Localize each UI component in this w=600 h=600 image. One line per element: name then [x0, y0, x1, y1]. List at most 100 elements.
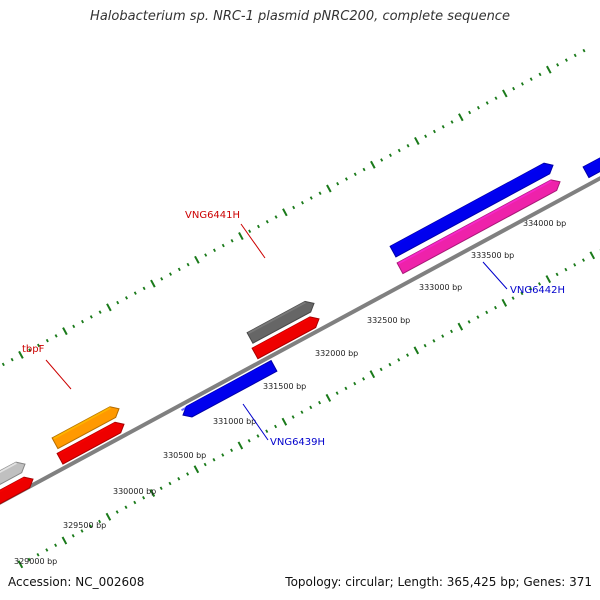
- VNG6441H-gene-highlight: [248, 301, 306, 334]
- inner-tick: [406, 353, 410, 357]
- outer-tick: [538, 72, 542, 77]
- blue-gene-long-highlight: [391, 163, 545, 248]
- VNG6442H-gene-label[interactable]: VNG6442H: [510, 285, 565, 296]
- tick-label: 329500 bp: [63, 521, 106, 530]
- outer-tick: [326, 184, 332, 193]
- inner-tick: [432, 339, 436, 343]
- blue-gene-long[interactable]: [389, 162, 554, 258]
- inner-tick: [133, 500, 137, 505]
- inner-tick: [115, 510, 119, 514]
- inner-tick: [274, 424, 278, 429]
- outer-tick: [388, 153, 392, 157]
- VNG6441H-gene[interactable]: [246, 300, 315, 344]
- tick-label: 331500 bp: [263, 382, 306, 391]
- inner-tick: [362, 377, 366, 381]
- red-gene-2-highlight: [58, 422, 116, 455]
- VNG6439H-gene-highlight: [181, 363, 266, 412]
- inner-tick: [476, 315, 480, 319]
- accession-text: Accession: NC_002608: [8, 575, 145, 589]
- inner-tick: [159, 486, 163, 490]
- tick-label: 330500 bp: [163, 451, 206, 460]
- outer-tick: [194, 255, 200, 264]
- inner-tick: [309, 405, 313, 410]
- outer-tick: [238, 232, 244, 241]
- inner-tick: [168, 481, 172, 486]
- VNG6442H-gene-highlight: [398, 179, 552, 265]
- grey-gene-highlight: [0, 462, 17, 474]
- inner-tick: [511, 296, 515, 300]
- outer-tick: [520, 82, 524, 86]
- blue-gene-edge-highlight: [584, 157, 600, 169]
- backbone-line: [0, 176, 600, 505]
- outer-tick: [582, 48, 586, 53]
- inner-tick: [17, 560, 24, 569]
- outer-tick: [353, 172, 357, 176]
- inner-tick: [537, 282, 542, 286]
- topology-summary: Topology: circular; Length: 365,425 bp; …: [285, 575, 592, 589]
- inner-tick: [485, 310, 489, 315]
- gene-features: [0, 149, 600, 509]
- tbpF-gene[interactable]: [51, 406, 120, 450]
- inner-tick: [89, 524, 93, 529]
- tick-label: 333000 bp: [419, 283, 462, 292]
- inner-tick: [54, 543, 58, 548]
- tick-label: 329000 bp: [14, 557, 57, 566]
- outer-tick: [468, 110, 472, 115]
- VNG6441H-gene-label[interactable]: VNG6441H: [185, 210, 240, 221]
- red-gene-3-highlight: [253, 316, 311, 350]
- inner-tick: [281, 417, 288, 426]
- outer-tick: [450, 120, 454, 124]
- outer-tick: [1, 362, 5, 367]
- outer-tick: [265, 220, 269, 224]
- tbpF-gene-label[interactable]: tbpF: [22, 344, 45, 355]
- outer-tick: [397, 148, 401, 153]
- outer-tick: [125, 296, 129, 300]
- inner-tick: [564, 267, 568, 272]
- outer-tick: [406, 143, 410, 148]
- outer-tick: [512, 86, 516, 91]
- outer-tick: [362, 167, 366, 172]
- inner-tick: [397, 358, 401, 362]
- inner-tick: [265, 429, 269, 433]
- outer-tick: [72, 324, 76, 329]
- outer-tick: [256, 224, 260, 229]
- outer-tick: [160, 277, 164, 281]
- inner-tick: [545, 275, 552, 284]
- outer-tick: [300, 201, 304, 205]
- inner-tick: [45, 548, 49, 552]
- outer-tick: [485, 101, 489, 105]
- outer-tick: [502, 89, 508, 98]
- blue-gene-edge[interactable]: [582, 149, 600, 179]
- inner-tick: [501, 298, 508, 307]
- inner-tick: [344, 386, 348, 391]
- inner-tick: [221, 453, 225, 457]
- outer-tick: [106, 303, 112, 312]
- VNG6442H-gene-leader-line: [482, 261, 508, 290]
- inner-tick: [98, 519, 102, 524]
- tick-label: 331000 bp: [213, 417, 256, 426]
- outer-tick: [168, 272, 173, 276]
- outer-tick: [248, 229, 252, 234]
- outer-tick: [37, 343, 41, 348]
- VNG6439H-gene-label[interactable]: VNG6439H: [270, 437, 325, 448]
- red-gene-1-highlight: [0, 477, 25, 493]
- inner-tick: [186, 472, 190, 476]
- outer-tick: [292, 205, 296, 210]
- outer-tick: [186, 262, 190, 267]
- outer-tick: [380, 158, 384, 162]
- tbpF-gene-leader-line: [45, 359, 72, 390]
- inner-tick: [520, 291, 524, 296]
- red-gene-3[interactable]: [251, 316, 320, 360]
- inner-tick: [237, 441, 244, 450]
- red-gene-1[interactable]: [0, 476, 34, 509]
- outer-tick: [414, 136, 420, 145]
- inner-tick: [61, 536, 68, 545]
- outer-tick: [573, 53, 577, 58]
- outer-tick: [441, 124, 445, 129]
- inner-tick: [581, 258, 585, 262]
- inner-tick: [291, 415, 295, 419]
- outer-tick: [98, 310, 102, 314]
